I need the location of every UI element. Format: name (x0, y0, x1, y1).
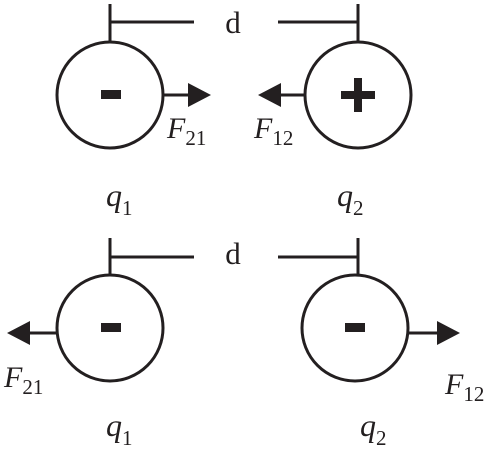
force-label-f12-top: F12 (253, 112, 293, 150)
force-arrow-f21-top (163, 83, 211, 107)
plus-sign-q2-top (341, 78, 375, 112)
charge-q2-top (303, 40, 413, 150)
distance-marker-top (108, 4, 360, 42)
charge-label-q2-top: q2 (337, 177, 364, 220)
minus-sign-q2-bottom (345, 323, 365, 332)
force-arrow-f12-top (258, 83, 305, 107)
charge-q1-top (55, 40, 165, 150)
minus-sign-q1-top (101, 90, 121, 99)
distance-label-top: d (225, 5, 241, 40)
charge-q2-bottom (300, 273, 410, 383)
force-label-f21-bottom: F21 (3, 361, 43, 399)
force-arrow-f12-bottom (408, 321, 460, 345)
charge-label-q1-top: q1 (106, 177, 133, 220)
bottom-panel-repulsion: d F21 F12 q1 q2 (3, 236, 484, 450)
charge-q1-bottom (55, 273, 165, 383)
top-panel-attraction: d F21 F12 (55, 4, 413, 220)
distance-marker-bottom (108, 238, 360, 276)
force-label-f21-top: F21 (166, 112, 206, 150)
force-arrow-f21-bottom (7, 321, 57, 345)
force-label-f12-bottom: F12 (444, 368, 484, 406)
minus-sign-q1-bottom (101, 323, 121, 332)
charge-label-q1-bottom: q1 (106, 407, 133, 450)
charge-label-q2-bottom: q2 (360, 407, 387, 450)
distance-label-bottom: d (225, 236, 241, 271)
